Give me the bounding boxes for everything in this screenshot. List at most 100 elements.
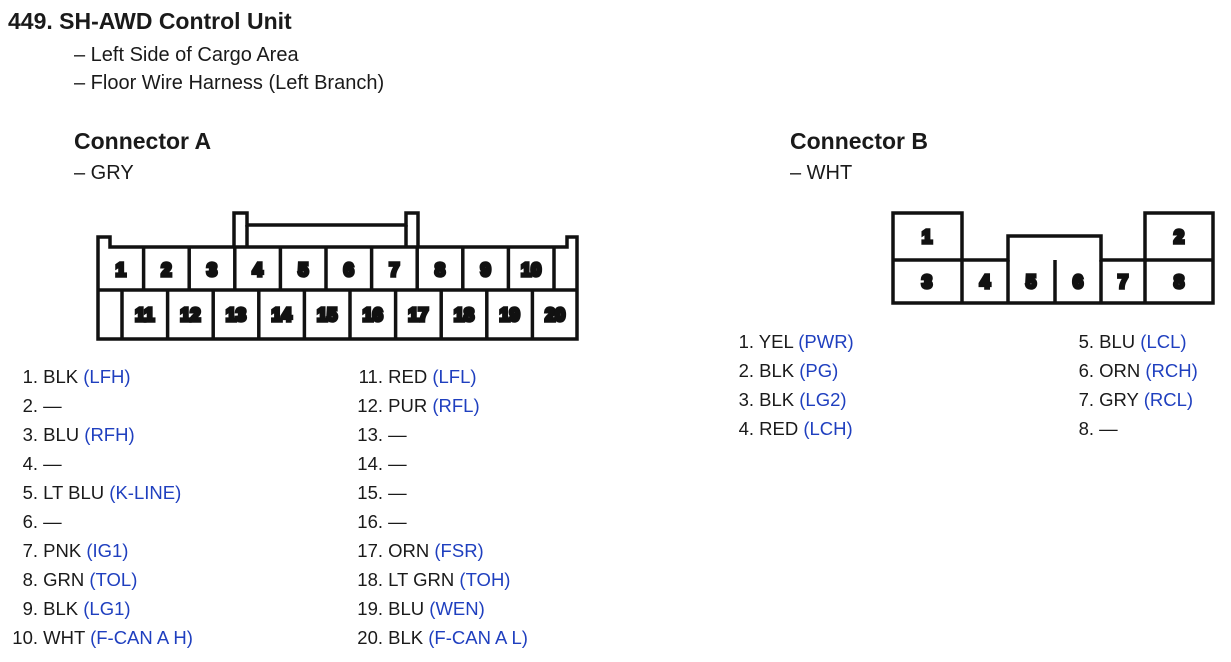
connector-b-cavity-label: 8 — [1174, 272, 1184, 292]
signal-name: (IG1) — [81, 540, 129, 561]
signal-name: (TOH) — [454, 569, 511, 590]
wire-color: PNK — [38, 540, 82, 561]
wire-color: BLU — [1094, 331, 1136, 352]
pin-number: 3. — [738, 389, 754, 410]
wire-color: ORN — [1094, 360, 1141, 381]
pin-list-item: 8. — — [1066, 414, 1198, 443]
wire-color: — — [1094, 418, 1118, 439]
wire-color: — — [38, 453, 62, 474]
pin-number: 7. — [22, 540, 38, 561]
pin-number: 18. — [357, 569, 383, 590]
pin-number: 10. — [12, 627, 38, 648]
pin-number: 4. — [22, 453, 38, 474]
wire-color: ORN — [383, 540, 430, 561]
pin-number: 14. — [357, 453, 383, 474]
signal-name: (PG) — [794, 360, 839, 381]
connector-a-cavity-label: 11 — [135, 305, 154, 325]
connector-b-outline — [891, 211, 1215, 305]
connector-b-cavity-label: 6 — [1073, 272, 1083, 292]
pin-list-item: 18. LT GRN (TOH) — [346, 565, 528, 594]
pin-list-item: 4. — — [10, 449, 193, 478]
connector-a-cavity-label: 15 — [317, 305, 337, 325]
pin-number: 6. — [22, 511, 38, 532]
connector-b-cavity-label: 2 — [1174, 227, 1184, 247]
pin-number: 15. — [357, 482, 383, 503]
pin-list-item: 9. BLK (LG1) — [10, 594, 193, 623]
wire-color: — — [383, 511, 407, 532]
pin-number: 8. — [1078, 418, 1094, 439]
connector-a-latch — [232, 211, 420, 247]
connector-a-cavity-label: 9 — [481, 260, 491, 280]
signal-name: (K-LINE) — [104, 482, 182, 503]
connector-a-cavity-label: 14 — [272, 305, 292, 325]
location-line-2: – Floor Wire Harness (Left Branch) — [74, 72, 385, 94]
pin-list-item: 16. — — [346, 507, 528, 536]
connector-b-cavity-label: 4 — [980, 272, 990, 292]
connector-a-cavity-label: 13 — [226, 305, 246, 325]
connector-a-color: – GRY — [74, 162, 134, 184]
pin-number: 20. — [357, 627, 383, 648]
connector-b-cavity-label: 7 — [1118, 272, 1128, 292]
signal-name: (LCL) — [1135, 331, 1187, 352]
wire-color: BLU — [383, 598, 425, 619]
pin-list-item: 19. BLU (WEN) — [346, 594, 528, 623]
connector-a-cavity-label: 6 — [344, 260, 354, 280]
pin-list-item: 5. BLU (LCL) — [1066, 327, 1198, 356]
signal-name: (FSR) — [429, 540, 484, 561]
pin-number: 5. — [1078, 331, 1094, 352]
signal-name: (LCH) — [798, 418, 853, 439]
connector-a-cavity-label: 7 — [389, 260, 399, 280]
pin-list-item: 3. BLU (RFH) — [10, 420, 193, 449]
signal-name: (LG2) — [794, 389, 847, 410]
pin-number: 12. — [357, 395, 383, 416]
signal-name: (LFH) — [78, 366, 131, 387]
connector-b-cavity-label: 3 — [922, 272, 932, 292]
pin-list-item: 5. LT BLU (K-LINE) — [10, 478, 193, 507]
wire-color: GRN — [38, 569, 85, 590]
wire-color: YEL — [754, 331, 794, 352]
pin-number: 11. — [358, 366, 383, 387]
connector-a-cavity-label: 17 — [408, 305, 428, 325]
connector-a-cavity-label: 12 — [180, 305, 200, 325]
wire-color: GRY — [1094, 389, 1139, 410]
pin-list-item: 1. YEL (PWR) — [726, 327, 854, 356]
connector-a-pin-list-left: 1. BLK (LFH)2. —3. BLU (RFH)4. —5. LT BL… — [10, 362, 193, 652]
pin-list-item: 2. — — [10, 391, 193, 420]
wire-color: BLK — [38, 598, 79, 619]
pin-number: 1. — [738, 331, 754, 352]
wire-color: — — [383, 482, 407, 503]
pin-list-item: 3. BLK (LG2) — [726, 385, 854, 414]
wire-color: — — [383, 424, 407, 445]
wire-color: — — [38, 511, 62, 532]
signal-name: (LG1) — [78, 598, 131, 619]
pin-list-item: 12. PUR (RFL) — [346, 391, 528, 420]
signal-name: (F-CAN A H) — [84, 627, 193, 648]
connector-a-cavity-label: 16 — [363, 305, 383, 325]
pin-list-item: 13. — — [346, 420, 528, 449]
connector-a-cavity-label: 2 — [161, 260, 171, 280]
pin-list-item: 10. WHT (F-CAN A H) — [10, 623, 193, 652]
pin-number: 17. — [357, 540, 383, 561]
signal-name: (F-CAN A L) — [423, 627, 528, 648]
pin-list-item: 1. BLK (LFH) — [10, 362, 193, 391]
wire-color: WHT — [38, 627, 85, 648]
wire-color: BLK — [754, 389, 795, 410]
pin-number: 2. — [22, 395, 38, 416]
connector-a-cavity-label: 8 — [435, 260, 445, 280]
wire-color: BLK — [383, 627, 424, 648]
connector-b-pin-list-right: 5. BLU (LCL)6. ORN (RCH)7. GRY (RCL)8. — — [1066, 327, 1198, 443]
pin-number: 2. — [738, 360, 754, 381]
pin-list-item: 15. — — [346, 478, 528, 507]
connector-a-cavity-label: 19 — [500, 305, 520, 325]
pin-number: 7. — [1078, 389, 1094, 410]
location-line-1: – Left Side of Cargo Area — [74, 44, 299, 66]
wire-color: LT GRN — [383, 569, 455, 590]
wire-color: LT BLU — [38, 482, 105, 503]
pin-list-item: 8. GRN (TOL) — [10, 565, 193, 594]
connector-a-cavity-label: 18 — [454, 305, 474, 325]
signal-name: (RFL) — [427, 395, 480, 416]
connector-b-cavity-label: 5 — [1026, 272, 1036, 292]
wire-color: RED — [754, 418, 799, 439]
